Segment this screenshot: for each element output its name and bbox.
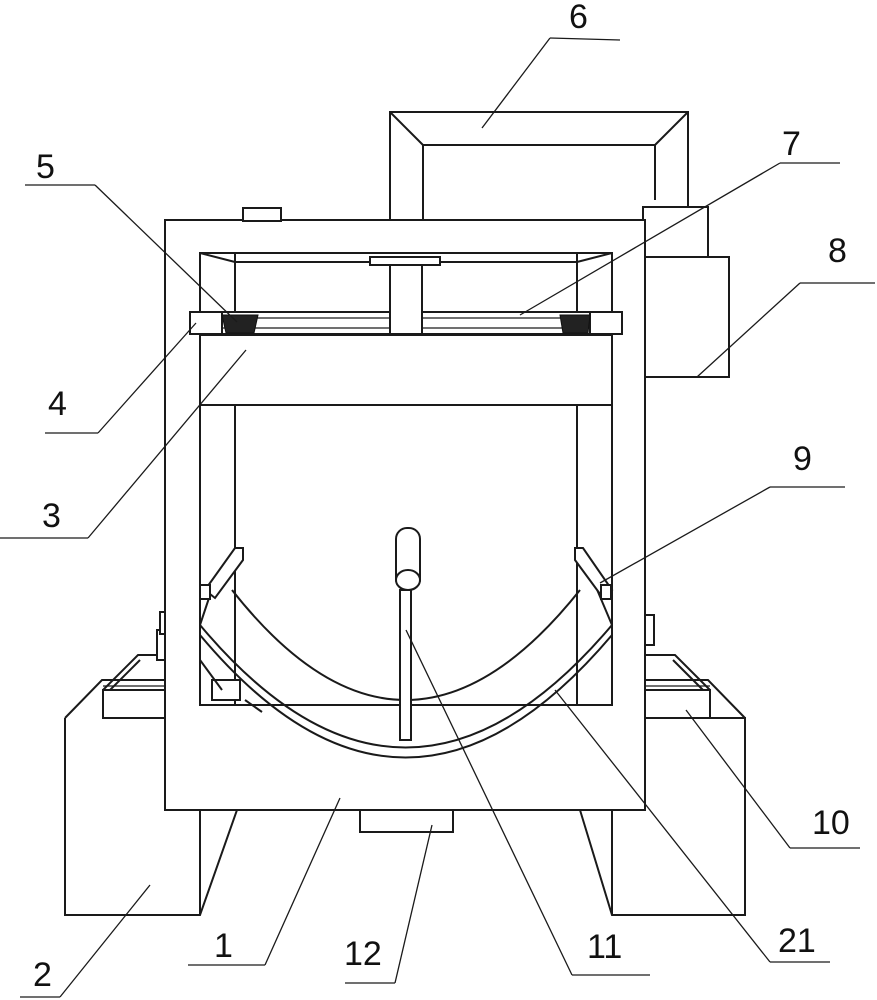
- label-10: 10: [812, 804, 850, 842]
- stirring-rod: [395, 527, 421, 741]
- leader-lines: [0, 37, 875, 998]
- label-6: 6: [569, 0, 588, 36]
- reference-numerals: 6 7 5 8 4 9 3 10 1 12 11 21 2: [33, 0, 850, 994]
- right-base-block: [579, 679, 746, 916]
- label-11: 11: [587, 928, 622, 966]
- screen-plate: [199, 334, 613, 406]
- guide-rail: [189, 256, 623, 335]
- label-4: 4: [48, 385, 67, 423]
- top-hopper: [389, 111, 689, 238]
- label-5: 5: [36, 148, 55, 186]
- right-side-tray: [643, 614, 711, 719]
- label-9: 9: [793, 440, 812, 478]
- label-12: 12: [344, 935, 382, 973]
- label-8: 8: [828, 232, 847, 270]
- label-1: 1: [214, 927, 233, 965]
- label-21: 21: [778, 922, 816, 960]
- label-3: 3: [42, 497, 61, 535]
- left-side-tray: [102, 611, 169, 719]
- label-7: 7: [782, 125, 801, 163]
- right-motor: [642, 206, 730, 378]
- label-2: 2: [33, 956, 52, 994]
